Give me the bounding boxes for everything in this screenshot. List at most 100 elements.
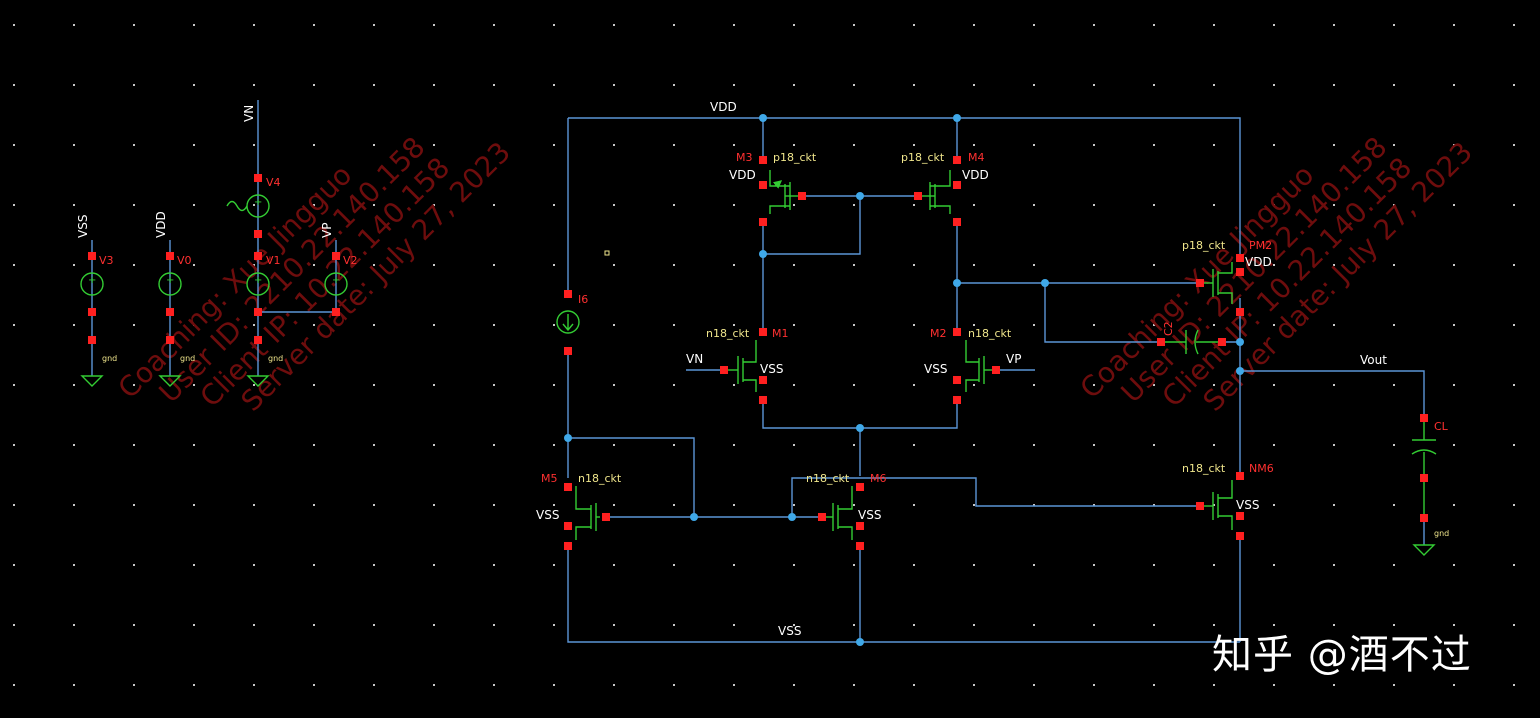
pin[interactable] [953,328,961,336]
net-label-vss[interactable]: VSS [778,624,801,638]
pin[interactable] [953,376,961,384]
pin[interactable] [1218,338,1226,346]
capacitor-cl[interactable] [1411,418,1437,518]
pin[interactable] [1236,472,1244,480]
pin[interactable] [759,396,767,404]
pin[interactable] [254,252,262,260]
pin[interactable] [759,376,767,384]
junction[interactable] [759,114,767,122]
pin[interactable] [564,522,572,530]
junction[interactable] [953,279,961,287]
pin[interactable] [1236,532,1244,540]
nmos-m5[interactable] [575,486,600,540]
pin[interactable] [720,366,728,374]
pmos-pm2[interactable] [1204,262,1233,304]
pin[interactable] [88,252,96,260]
pin[interactable] [166,336,174,344]
junction[interactable] [856,192,864,200]
wire-miller-node[interactable] [1044,283,1160,343]
pin[interactable] [332,252,340,260]
pin[interactable] [1196,279,1204,287]
pin[interactable] [1420,414,1428,422]
junction[interactable] [856,424,864,432]
pin[interactable] [759,156,767,164]
net-label-src-vss[interactable]: VSS [76,215,90,238]
pin[interactable] [759,328,767,336]
net-label-vn[interactable]: VN [686,352,703,366]
pin[interactable] [856,483,864,491]
pin[interactable] [1157,338,1165,346]
source-v0[interactable] [158,272,182,296]
pin[interactable] [798,192,806,200]
pin[interactable] [88,336,96,344]
junction[interactable] [788,513,796,521]
pin[interactable] [953,156,961,164]
net-label-vdd[interactable]: VDD [710,100,737,114]
pin[interactable] [953,396,961,404]
wire-vout[interactable] [1240,370,1425,418]
pin[interactable] [914,192,922,200]
pin[interactable] [856,522,864,530]
gnd-icon [246,375,270,387]
junction[interactable] [759,250,767,258]
pin[interactable] [1236,254,1244,262]
wire-m5-diode[interactable] [568,437,695,517]
net-label-src-vdd[interactable]: VDD [154,211,168,238]
nmos-m6[interactable] [826,486,853,540]
junction[interactable] [1236,338,1244,346]
instance-label-m3: M3 [736,151,753,164]
nmos-m1[interactable] [728,340,757,392]
pin[interactable] [564,347,572,355]
junction[interactable] [1041,279,1049,287]
junction[interactable] [856,638,864,646]
current-source-i6[interactable] [556,310,580,334]
pin[interactable] [856,542,864,550]
pmos-m4[interactable] [922,170,951,214]
source-v1[interactable] [246,272,270,296]
pmos-m3[interactable] [769,170,798,214]
pin[interactable] [1236,512,1244,520]
net-label-src-vp[interactable]: VP [320,223,334,238]
nmos-m2[interactable] [965,340,992,392]
junction[interactable] [953,114,961,122]
pin[interactable] [1236,268,1244,276]
wire-vdd-rail[interactable] [568,117,1241,258]
junction[interactable] [1236,367,1244,375]
pin[interactable] [759,218,767,226]
pin[interactable] [1236,308,1244,316]
nmos-nm6[interactable] [1204,480,1233,530]
pin[interactable] [602,513,610,521]
pin[interactable] [953,181,961,189]
source-v2[interactable] [324,272,348,296]
pin[interactable] [564,290,572,298]
junction[interactable] [690,513,698,521]
pin[interactable] [1420,474,1428,482]
pin[interactable] [953,218,961,226]
pin[interactable] [1420,514,1428,522]
plus-icon: + [166,275,174,286]
junction[interactable] [564,434,572,442]
wire-mirror-diode[interactable] [763,196,861,255]
brand-watermark: 知乎 @酒不过 [1212,632,1472,678]
pin[interactable] [818,513,826,521]
pin[interactable] [254,308,262,316]
pin[interactable] [1196,502,1204,510]
pin[interactable] [88,308,96,316]
source-v3[interactable] [80,272,104,296]
pin[interactable] [254,174,262,182]
pin[interactable] [254,230,262,238]
pin[interactable] [564,542,572,550]
net-label-vp[interactable]: VP [1006,352,1021,366]
wire-m6-bulk-loop[interactable] [791,477,1200,517]
net-label-src-vn[interactable]: VN [242,105,256,122]
pin[interactable] [564,483,572,491]
pin[interactable] [759,181,767,189]
pin[interactable] [166,308,174,316]
pin[interactable] [992,366,1000,374]
wire-m5-source[interactable] [567,546,1240,643]
pin[interactable] [254,336,262,344]
pin[interactable] [166,252,174,260]
net-label-vout[interactable]: Vout [1360,353,1387,367]
pin[interactable] [332,308,340,316]
